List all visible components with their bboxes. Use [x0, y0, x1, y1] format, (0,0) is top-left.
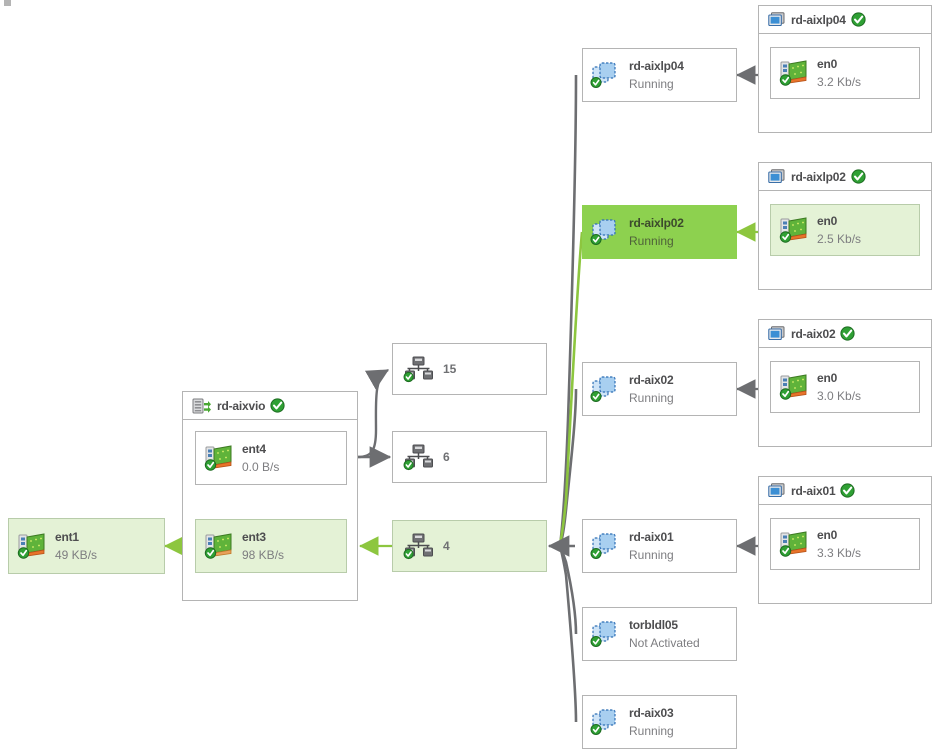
- system-header: rd-aix01: [759, 477, 931, 505]
- system-name: rd-aix02: [791, 326, 836, 341]
- lpar-icon: [590, 532, 621, 560]
- lpar-state: Not Activated: [629, 635, 700, 650]
- system-name: rd-aixlp02: [791, 169, 846, 184]
- adapter-name: ent1: [55, 529, 79, 544]
- status-ok-icon: [851, 169, 866, 184]
- lpar-name: rd-aix03: [629, 705, 674, 720]
- adapter-name: en0: [817, 527, 838, 542]
- adapter-card-en0[interactable]: en0 3.2 Kb/s: [770, 47, 920, 99]
- lpar-state: Running: [629, 76, 674, 91]
- lpar-state: Running: [629, 390, 674, 405]
- system-panel-rd-aix01[interactable]: rd-aix01: [758, 476, 932, 604]
- system-panel-rd-aixlp02[interactable]: rd-aixlp02: [758, 162, 932, 290]
- system-name: rd-aixlp04: [791, 12, 846, 27]
- adapter-rate: 2.5 Kb/s: [817, 231, 862, 246]
- lpar-card-rd-aixlp04[interactable]: rd-aixlp04 Running: [582, 48, 737, 102]
- lpar-name: rd-aix02: [629, 372, 674, 387]
- lpar-state: Running: [629, 233, 674, 248]
- vswitch-vlan-id: 4: [443, 539, 450, 553]
- vswitch-card-6[interactable]: 6: [392, 431, 547, 483]
- adapter-card-ent4[interactable]: ent4 0.0 B/s: [195, 431, 347, 485]
- lpar-state: Running: [629, 547, 674, 562]
- adapter-card-en0[interactable]: en0 2.5 Kb/s: [770, 204, 920, 256]
- adapter-card-en0[interactable]: en0 3.0 Kb/s: [770, 361, 920, 413]
- status-ok-icon: [840, 326, 856, 341]
- system-icon: [768, 12, 785, 27]
- system-header: rd-aix02: [759, 320, 931, 348]
- adapter-rate: 49 KB/s: [55, 547, 98, 562]
- network-adapter-icon: [779, 373, 809, 401]
- vio-server-name: rd-aixvio: [217, 398, 266, 413]
- vio-server-header: rd-aixvio: [183, 392, 357, 420]
- network-adapter-icon: [204, 532, 234, 560]
- vswitch-card-4[interactable]: 4: [392, 520, 547, 572]
- adapter-card-en0[interactable]: en0 3.3 Kb/s: [770, 518, 920, 570]
- system-header: rd-aixlp02: [759, 163, 931, 191]
- lpar-name: torbldl05: [629, 617, 678, 632]
- network-adapter-icon: [17, 532, 47, 560]
- system-icon: [768, 326, 785, 341]
- lpar-card-torbldl05[interactable]: torbldl05 Not Activated: [582, 607, 737, 661]
- lpar-icon: [590, 218, 621, 246]
- adapter-rate: 3.3 Kb/s: [817, 545, 862, 560]
- virtual-switch-icon: [403, 356, 434, 383]
- scroll-artifact: [4, 0, 11, 6]
- virtual-switch-icon: [403, 533, 434, 560]
- adapter-card-ent1[interactable]: ent1 49 KB/s: [8, 518, 165, 574]
- system-icon: [768, 483, 785, 498]
- lpar-icon: [590, 708, 621, 736]
- adapter-rate: 0.0 B/s: [242, 459, 280, 474]
- adapter-rate: 98 KB/s: [242, 547, 285, 562]
- lpar-icon: [590, 375, 621, 403]
- system-panel-rd-aixlp04[interactable]: rd-aixlp04: [758, 5, 932, 133]
- vswitch-vlan-id: 6: [443, 450, 450, 464]
- lpar-card-rd-aix02[interactable]: rd-aix02 Running: [582, 362, 737, 416]
- system-header: rd-aixlp04: [759, 6, 931, 34]
- network-adapter-icon: [204, 444, 234, 472]
- virtual-switch-icon: [403, 444, 434, 471]
- lpar-name: rd-aixlp04: [629, 58, 684, 73]
- status-ok-icon: [270, 398, 285, 413]
- adapter-name: en0: [817, 56, 838, 71]
- system-name: rd-aix01: [791, 483, 836, 498]
- network-adapter-icon: [779, 530, 809, 558]
- network-adapter-icon: [779, 216, 809, 244]
- vio-server-icon: [192, 398, 211, 414]
- lpar-name: rd-aixlp02: [629, 215, 684, 230]
- vio-server-panel[interactable]: rd-aixvio: [182, 391, 358, 601]
- lpar-card-rd-aix01[interactable]: rd-aix01 Running: [582, 519, 737, 573]
- status-ok-icon: [851, 12, 866, 27]
- lpar-name: rd-aix01: [629, 529, 674, 544]
- adapter-name: en0: [817, 370, 838, 385]
- adapter-rate: 3.0 Kb/s: [817, 388, 862, 403]
- vswitch-vlan-id: 15: [443, 362, 457, 376]
- lpar-state: Running: [629, 723, 674, 738]
- lpar-icon: [590, 61, 621, 89]
- system-panel-rd-aix02[interactable]: rd-aix02: [758, 319, 932, 447]
- vswitch-card-15[interactable]: 15: [392, 343, 547, 395]
- adapter-card-ent3[interactable]: ent3 98 KB/s: [195, 519, 347, 573]
- lpar-icon: [590, 620, 621, 648]
- adapter-name: ent4: [242, 441, 266, 456]
- adapter-rate: 3.2 Kb/s: [817, 74, 862, 89]
- network-adapter-icon: [779, 59, 809, 87]
- status-ok-icon: [840, 483, 856, 498]
- lpar-card-rd-aix03[interactable]: rd-aix03 Running: [582, 695, 737, 749]
- system-icon: [768, 169, 785, 184]
- adapter-name: en0: [817, 213, 838, 228]
- adapter-name: ent3: [242, 529, 266, 544]
- lpar-card-rd-aixlp02[interactable]: rd-aixlp02 Running: [582, 205, 737, 259]
